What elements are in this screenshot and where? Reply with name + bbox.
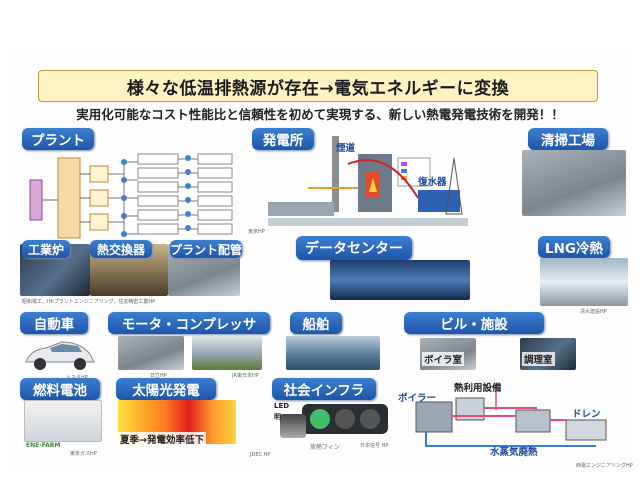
label-fin: 放熱フィン [310, 444, 340, 451]
tag-plant-piping: プラント配管 [170, 240, 242, 258]
tag-plant: プラント [22, 128, 94, 150]
tag-solar: 太陽光発電 [116, 378, 216, 400]
tag-car: 自動車 [20, 312, 88, 334]
label-steam: 水蒸気廃熱 [490, 447, 538, 458]
data-center-photo [330, 260, 470, 300]
fin-photo [280, 414, 306, 438]
credit-nippon: 日本信号 HP [360, 443, 389, 449]
tag-ship: 船舶 [290, 312, 342, 334]
credit-lng: 清水建設HP [580, 309, 607, 315]
car-photo [22, 334, 98, 374]
credit-jdec: JDEC HP [250, 452, 271, 458]
traffic-signal-illustration [302, 404, 388, 434]
power-plant-diagram: 煙道 復水器 東京HP [248, 128, 488, 238]
lng-photo [540, 258, 628, 306]
credit-fuel: 東京ガスHP [70, 451, 97, 457]
label-prep-room: 調理室 [522, 352, 555, 366]
tag-data-center: データセンター [296, 236, 412, 260]
credit-motor: 日立HP [150, 373, 167, 379]
label-chimney: 煙道 [336, 143, 356, 154]
tag-infra: 社会インフラ [272, 378, 376, 400]
car-illustration [25, 341, 95, 370]
tag-fuel-cell: 燃料電池 [20, 378, 100, 400]
tag-heat-exchanger: 熱交換器 [90, 240, 152, 258]
tag-motor: モータ・コンプレッサ [108, 312, 270, 334]
incinerator-photo [522, 150, 626, 216]
label-condenser: 復水器 [418, 177, 447, 188]
tag-incinerator: 清掃工場 [528, 128, 608, 150]
credit-power: 東京HP [248, 229, 265, 235]
credit-jr: JR東日本HP [232, 373, 259, 379]
power-plant-illustration [268, 136, 468, 226]
motor-photo [118, 336, 184, 370]
title-banner: 様々な低温排熱源が存在→電気エネルギーに変換 [38, 70, 598, 102]
ship-photo [286, 336, 380, 370]
tag-furnace: 工業炉 [22, 240, 70, 258]
label-boiler-room: ボイラ室 [422, 352, 465, 366]
label-led: LED [274, 402, 290, 410]
label-boiler: ボイラー [398, 393, 437, 404]
solar-caption: 夏季→発電効率低下 [118, 432, 206, 446]
logo-ene-farm: ENE-FARM [26, 442, 61, 449]
heat-equipment-illustration [415, 390, 607, 447]
plant-diagram [20, 150, 238, 242]
signal-photo [300, 402, 390, 438]
label-light: 明 [274, 413, 281, 421]
tag-building: ビル・施設 [404, 312, 544, 334]
label-heat-equipment: 熱利用設備 [454, 383, 502, 394]
tag-lng: LNG冷熱 [538, 236, 610, 258]
credit-furnace: 昭和電工、IHIプラントエンジニアリング、住友精密工業HP [22, 299, 156, 305]
plant-flow-diagram [29, 153, 233, 239]
tag-power-plant: 発電所 [252, 128, 314, 150]
page-title: 様々な低温排熱源が存在→電気エネルギーに変換 [126, 78, 510, 99]
heat-equipment-diagram: 熱利用設備 ボイラー ドレン 水蒸気廃熱 [396, 380, 628, 460]
train-photo [192, 336, 262, 370]
subtitle: 実用化可能なコスト性能比と信頼性を初めて実現する、新しい熱電発電技術を開発！！ [76, 107, 564, 122]
label-drain: ドレン [572, 409, 601, 420]
fuel-cell-photo [24, 400, 102, 442]
credit-infra2: 西電エンジニアリングHP [576, 463, 633, 469]
